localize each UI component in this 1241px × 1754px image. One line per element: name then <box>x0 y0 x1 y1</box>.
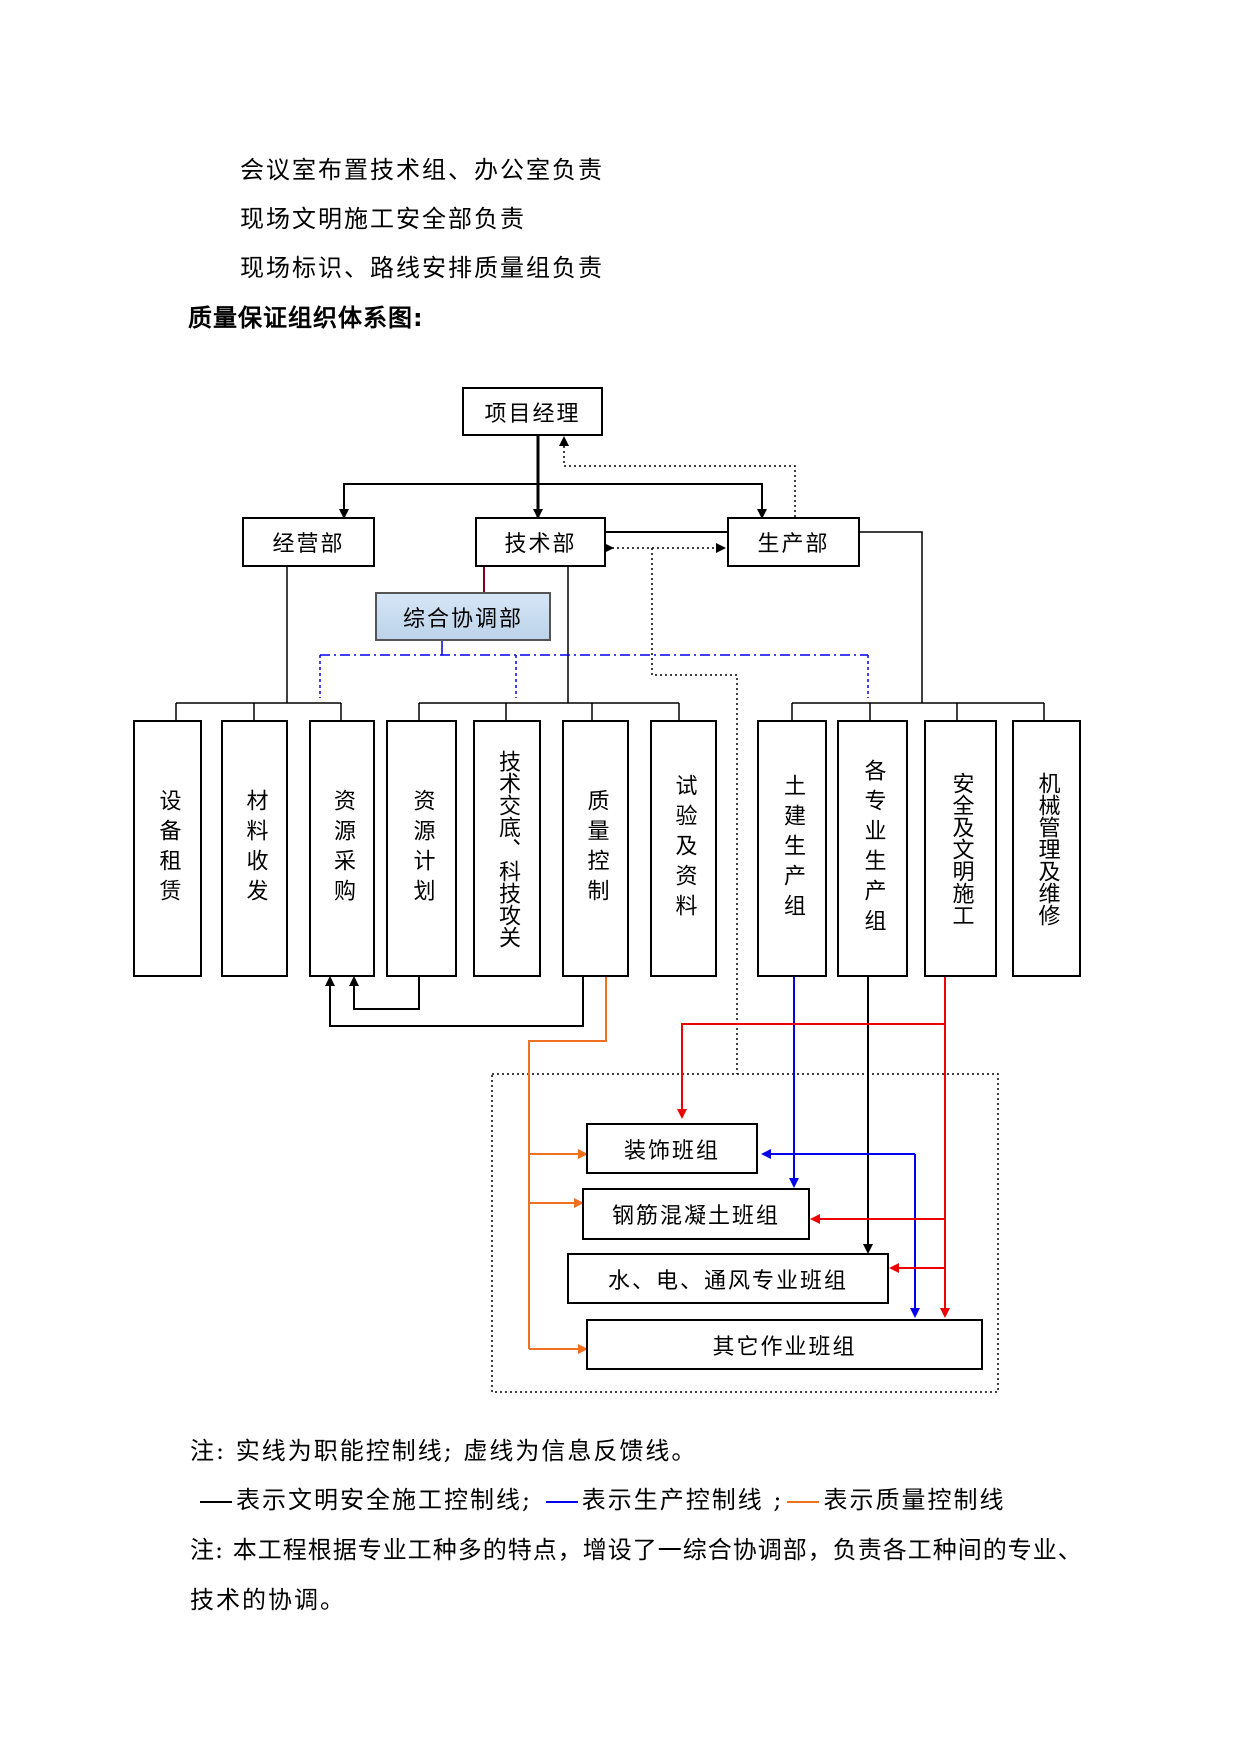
intro-line-2: 现场文明施工安全部负责 <box>240 205 526 233</box>
production-dept-box: 生产部 <box>727 517 860 567</box>
unit-label: 机械管理及维修 <box>1034 771 1060 926</box>
unit-resource-purchase: 资源采购 <box>309 720 375 977</box>
unit-equipment-rental: 设备租赁 <box>133 720 202 977</box>
team-decoration: 装饰班组 <box>586 1123 758 1174</box>
unit-civil-production: 土建生产组 <box>757 720 827 977</box>
coordination-dept-box: 综合协调部 <box>375 592 551 641</box>
unit-specialty-production: 各专业生产组 <box>837 720 908 977</box>
unit-label: 质量控制 <box>583 788 609 909</box>
legend-orange-label: 表示质量控制线 <box>823 1486 1006 1514</box>
tech-dept-box: 技术部 <box>475 517 606 567</box>
unit-label: 设备租赁 <box>155 788 181 909</box>
unit-machinery-maintenance: 机械管理及维修 <box>1012 720 1081 977</box>
note-line-2: 注: 本工程根据专业工种多的特点，增设了一综合协调部，负责各工种间的专业、 <box>190 1536 1083 1564</box>
unit-label: 各专业生产组 <box>860 758 886 939</box>
business-dept-box: 经营部 <box>242 517 375 567</box>
unit-label: 技术交底、科技攻关 <box>495 749 520 948</box>
team-rebar-concrete: 钢筋混凝土班组 <box>582 1188 810 1240</box>
team-other-operations: 其它作业班组 <box>586 1319 983 1370</box>
unit-label: 资源计划 <box>409 788 435 909</box>
note-line-3: 技术的协调。 <box>190 1586 346 1614</box>
project-manager-box: 项目经理 <box>462 387 603 436</box>
unit-label: 安全及文明施工 <box>948 771 974 926</box>
unit-resource-plan: 资源计划 <box>386 720 457 977</box>
unit-label: 材料收发 <box>242 788 268 909</box>
legend-blue-swatch <box>545 1500 578 1503</box>
unit-quality-control: 质量控制 <box>562 720 629 977</box>
unit-label: 资源采购 <box>330 788 355 909</box>
unit-label: 试验及资料 <box>671 773 697 924</box>
legend-blue-label: 表示生产控制线 ; <box>581 1486 784 1514</box>
section-title: 质量保证组织体系图: <box>188 304 424 332</box>
legend-orange-swatch <box>787 1500 820 1503</box>
unit-label: 土建生产组 <box>780 773 805 924</box>
unit-tech-briefing: 技术交底、科技攻关 <box>473 720 541 977</box>
intro-line-3: 现场标识、路线安排质量组负责 <box>240 254 604 282</box>
unit-material-dispatch: 材料收发 <box>221 720 288 977</box>
note-line-1: 注: 实线为职能控制线; 虚线为信息反馈线。 <box>190 1437 698 1465</box>
intro-line-1: 会议室布置技术组、办公室负责 <box>240 156 604 184</box>
legend-black-label: 表示文明安全施工控制线; <box>236 1486 533 1514</box>
team-water-electric-ventilation: 水、电、通风专业班组 <box>567 1253 889 1304</box>
legend-line: 表示文明安全施工控制线; 表示生产控制线 ; 表示质量控制线 <box>196 1480 1005 1515</box>
unit-testing-docs: 试验及资料 <box>650 720 717 977</box>
unit-safety-civilized: 安全及文明施工 <box>924 720 997 977</box>
legend-black-swatch <box>200 1500 232 1503</box>
